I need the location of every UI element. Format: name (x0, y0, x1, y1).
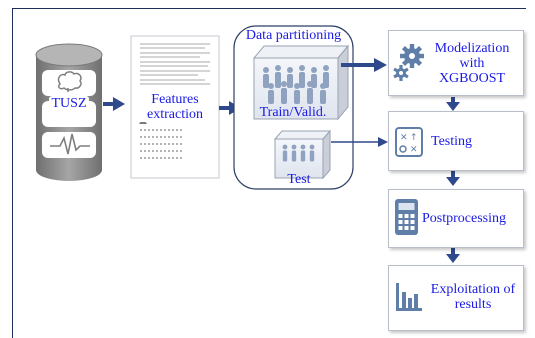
arrow-post-to-exploit (446, 248, 460, 263)
test-label: Test (287, 172, 311, 187)
testing-icon: ✕ ↑ ✕ (395, 127, 423, 157)
waveform-icon (50, 133, 90, 155)
modelization-label: Modelization with XGBOOST (434, 41, 510, 86)
partition-title: Data partitioning (245, 28, 342, 43)
arrow-model-to-testing (446, 97, 460, 111)
outer-frame (12, 8, 526, 338)
features-label: Features extraction (133, 92, 217, 122)
testing-label: Testing (431, 134, 473, 149)
train-label: Train/Valid. (259, 105, 327, 120)
postprocessing-label: Postprocessing (422, 211, 506, 226)
brain-icon (57, 71, 82, 92)
svg-text:✕: ✕ (400, 133, 408, 143)
arrow-testing-to-post (446, 171, 460, 186)
test-cube (273, 129, 332, 180)
arrow-train-to-model (341, 58, 387, 72)
database-icon (35, 43, 103, 181)
svg-text:↑: ↑ (410, 133, 418, 143)
svg-text:✕: ✕ (410, 145, 418, 155)
arrow-test-to-testing (331, 137, 388, 147)
bar-chart-icon (396, 283, 422, 311)
calculator-icon (395, 199, 418, 235)
arrow-db-to-features (103, 97, 125, 111)
tusz-label: TUSZ (49, 96, 89, 111)
gears-icon (393, 44, 424, 81)
exploitation-label: Exploitation of results (430, 282, 516, 312)
